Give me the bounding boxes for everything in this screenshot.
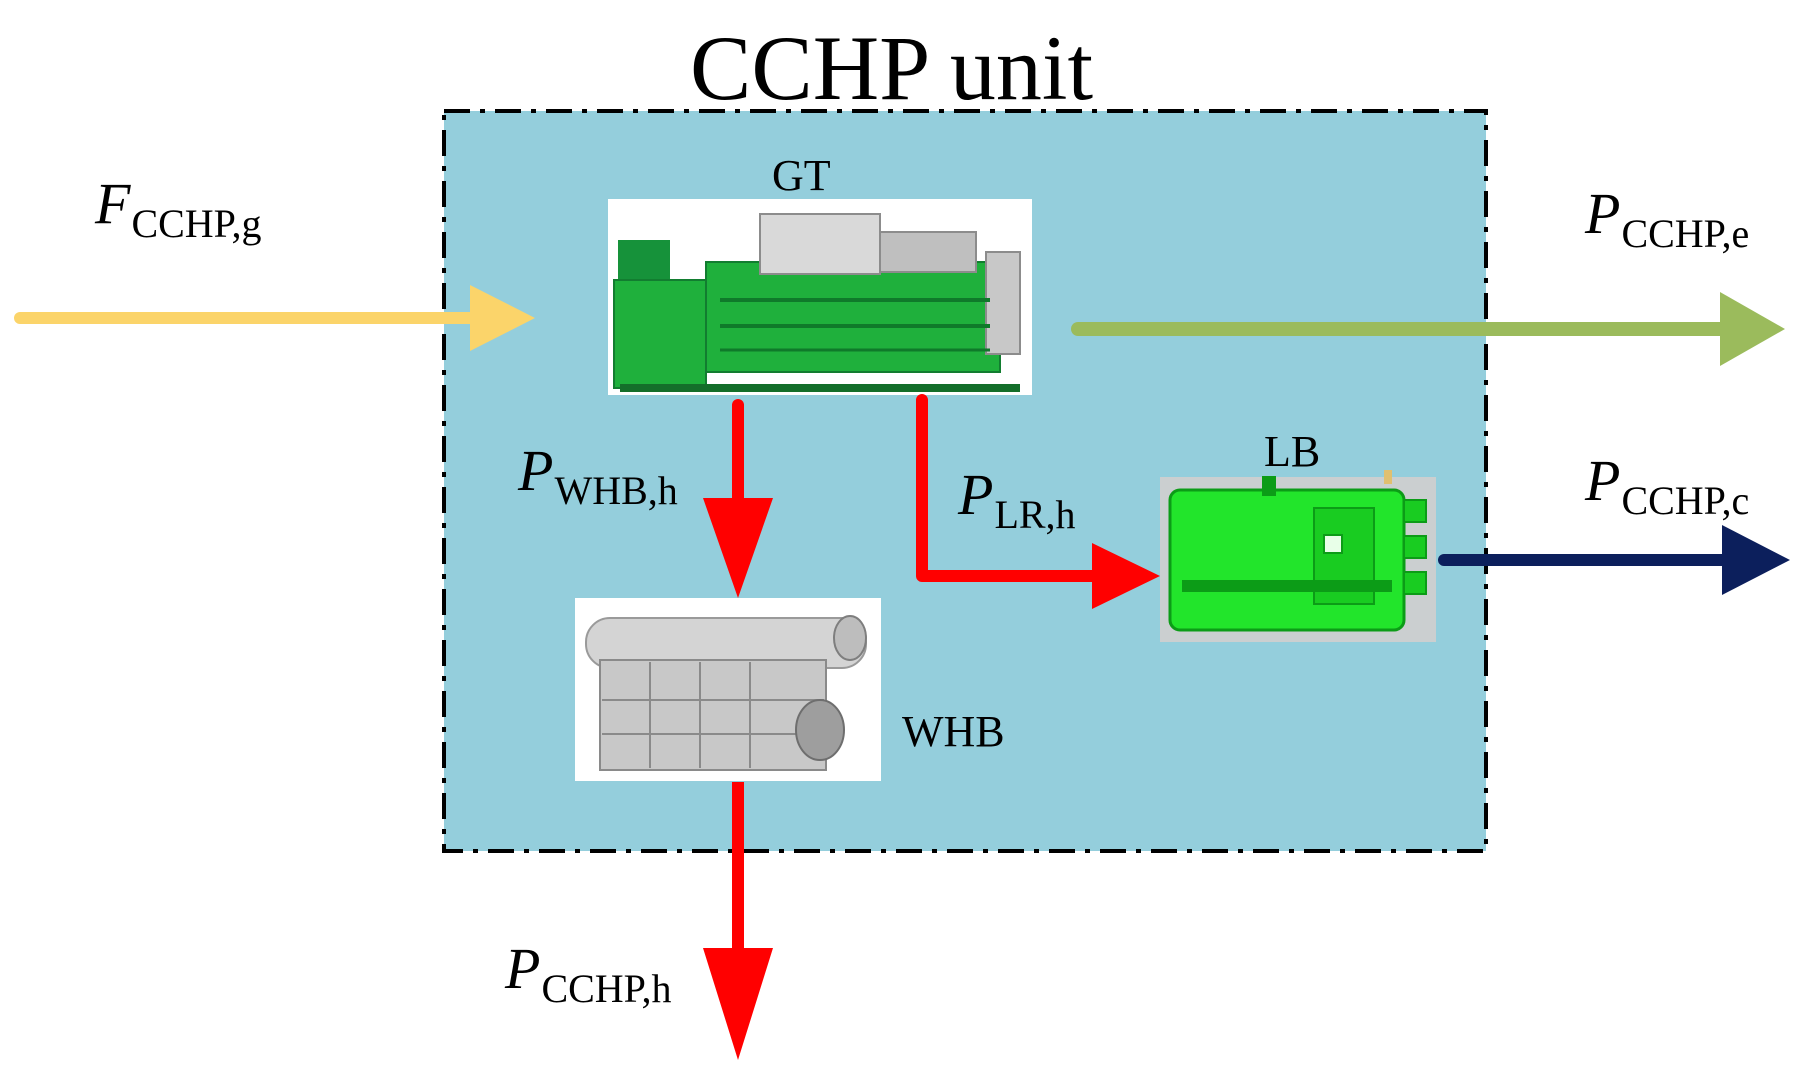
whb-heat-arrow <box>703 399 773 598</box>
cooling-output-label: PCCHP,c <box>1585 448 1750 523</box>
lr-heat-label: PLR,h <box>958 462 1076 537</box>
lb-label: LB <box>1264 427 1321 476</box>
cooling-output-arrow <box>1438 525 1790 595</box>
gt-label: GT <box>772 151 831 200</box>
gas-input-label: FCCHP,g <box>95 171 262 246</box>
gt-generator-image <box>608 199 1032 395</box>
whb-boiler-image <box>575 598 881 781</box>
lr-heat-arrow <box>916 394 1160 609</box>
heat-output-arrow <box>703 782 773 1060</box>
heat-output-label: PCCHP,h <box>505 936 672 1011</box>
diagram-title: CCHP unit <box>690 17 1094 119</box>
electricity-output-label: PCCHP,e <box>1585 181 1750 256</box>
gas-input-arrow <box>14 285 535 351</box>
electricity-output-arrow <box>1071 292 1785 366</box>
whb-heat-label: PWHB,h <box>518 438 678 513</box>
lb-chiller-image <box>1160 470 1436 642</box>
whb-label: WHB <box>902 707 1005 756</box>
